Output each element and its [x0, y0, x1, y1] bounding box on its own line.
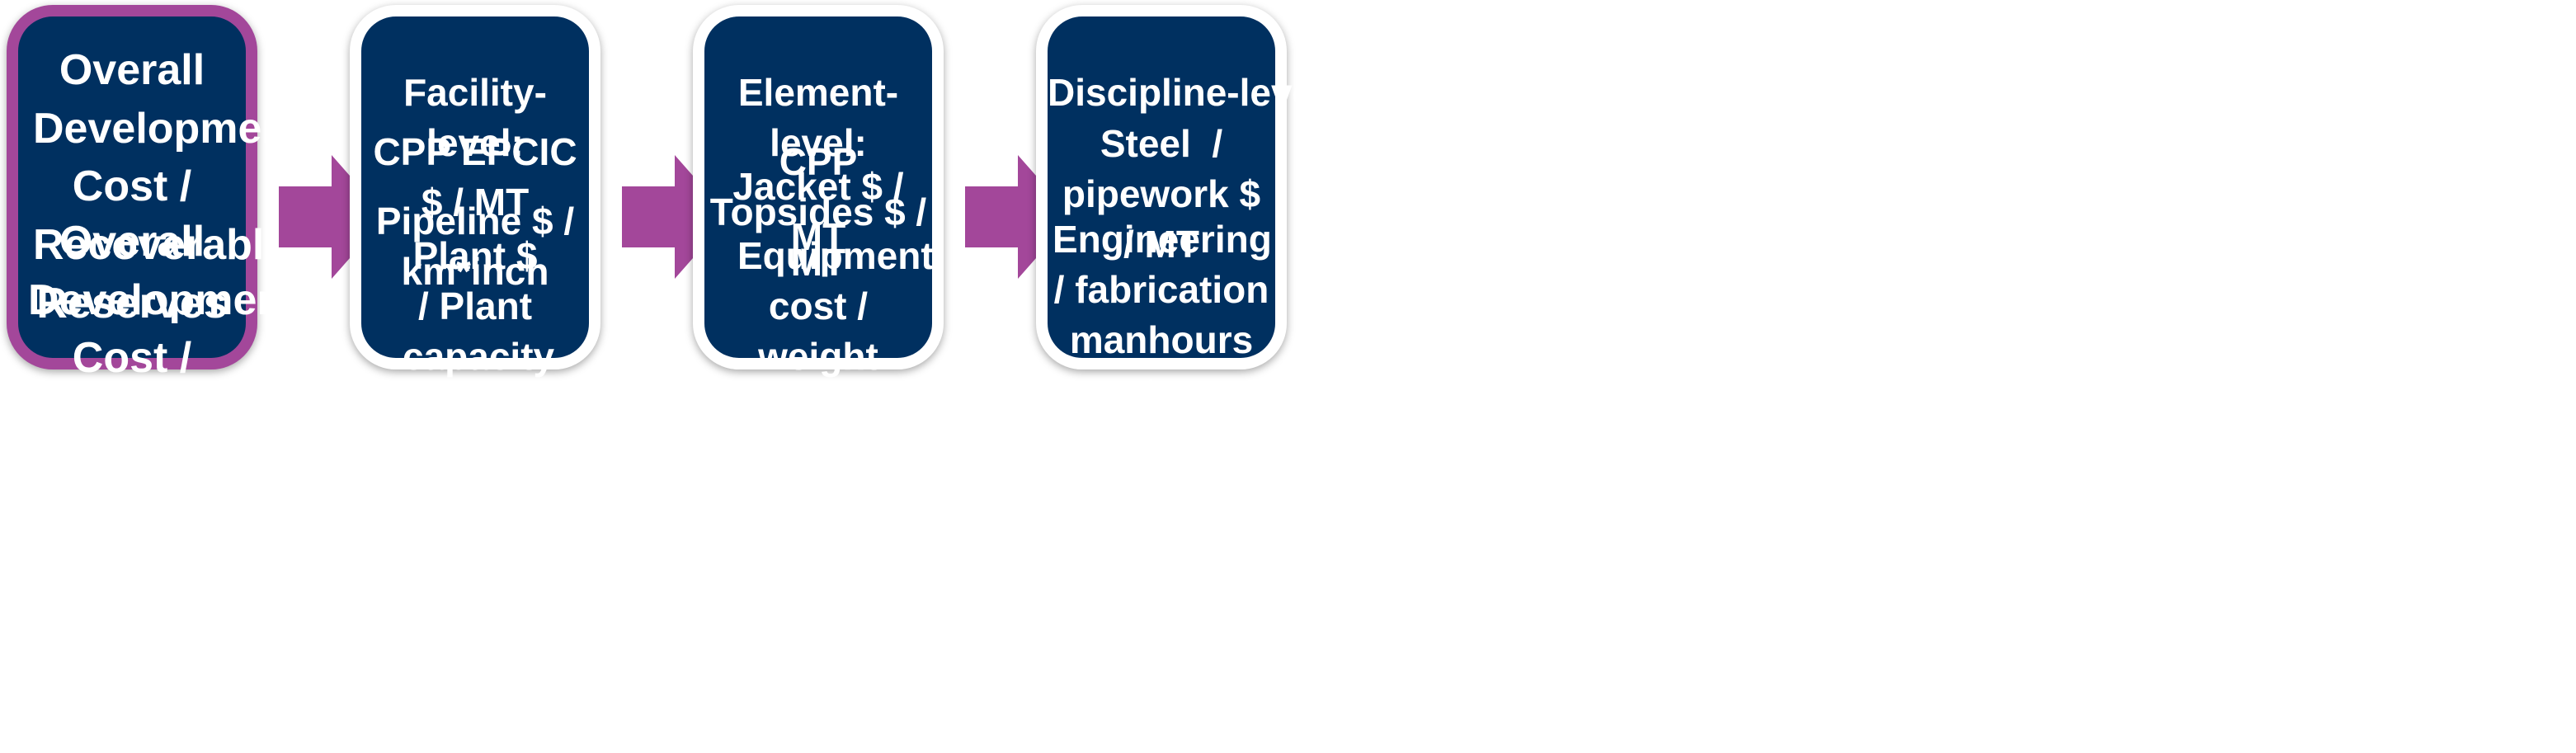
cpp-epcic-text: CPP EPCIC $ / MT — [373, 130, 577, 224]
right-arrow-icon — [279, 155, 386, 279]
discipline-level-heading: Discipline-level Cost: — [1048, 71, 1443, 114]
right-arrow-icon — [965, 155, 1072, 279]
card-facility-level: Facility-level: CPP EPCIC $ / MT Pipelin… — [350, 5, 600, 378]
equipment-cost-text: Equipment cost / weight — [737, 234, 934, 379]
overall-cost-reserves-text: Overall Development Cost / Recoverable R… — [33, 46, 303, 327]
card-discipline-level: Discipline-level Cost: Steel / pipework … — [1036, 5, 1443, 412]
plant-text: Plant $ / Plant capacity — [403, 234, 555, 379]
card-element-level: Element-level: CPP Topsides $ / MT Jacke… — [693, 5, 944, 378]
element-level-heading: Element-level: — [737, 71, 899, 165]
card-overall: Overall Development Cost / Recoverable R… — [7, 5, 303, 499]
engineering-manhours-text: Engineering / fabrication manhours per t… — [1053, 218, 1272, 412]
facility-level-heading: Facility-level: — [403, 71, 547, 165]
pipeline-text: Pipeline $ / km*inch — [375, 200, 575, 294]
overall-cost-duration-text: Overall Development Cost / Overall Durat… — [28, 218, 298, 499]
cpp-topsides-text: CPP Topsides $ / MT — [709, 140, 927, 285]
right-arrow-icon — [622, 155, 729, 279]
jacket-text: Jacket $ / MT — [732, 165, 904, 259]
steel-pipework-text: Steel / pipework $ / MT — [1062, 122, 1271, 266]
